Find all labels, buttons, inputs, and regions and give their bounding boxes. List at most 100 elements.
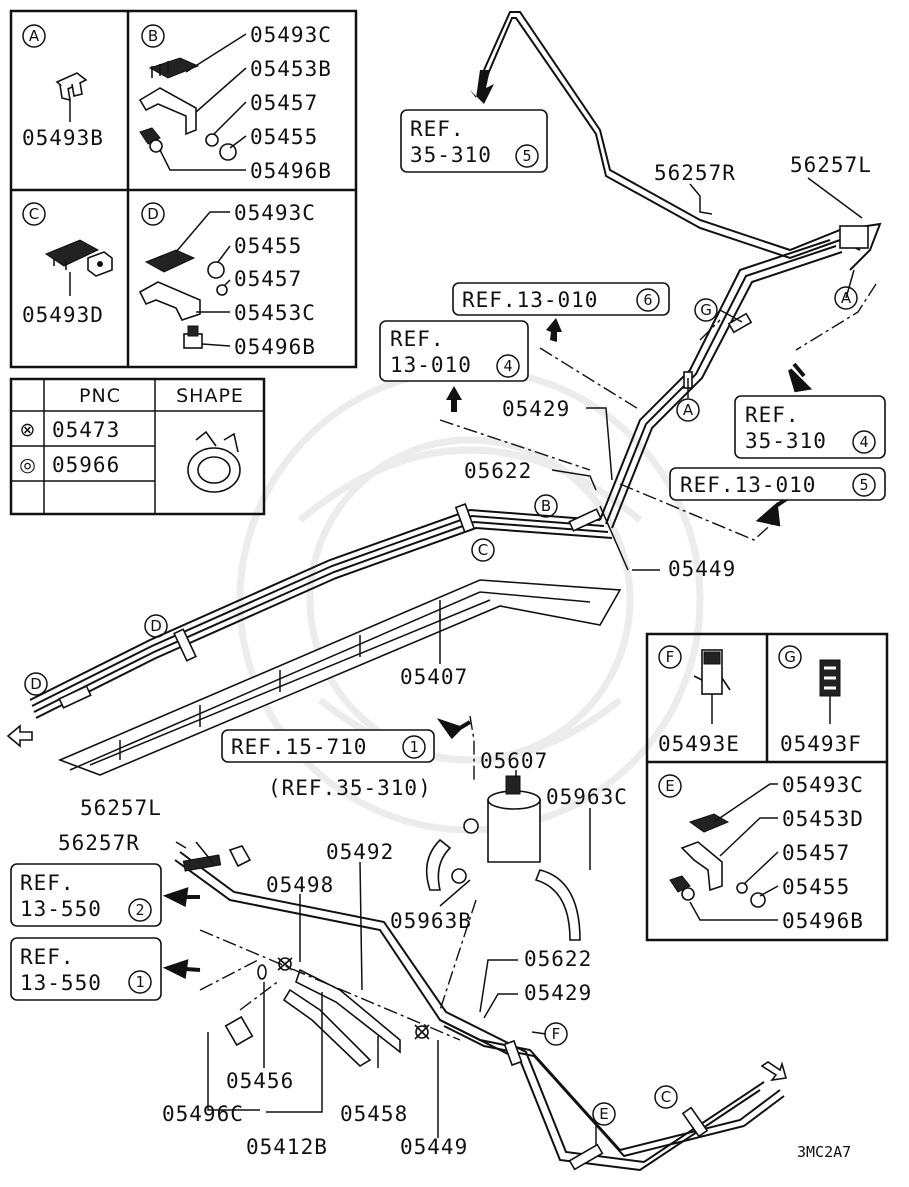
- svg-text:5: 5: [522, 147, 531, 165]
- fittings: [182, 818, 479, 1047]
- inset-e-part-5: 05496B: [782, 909, 864, 933]
- fuel-hoses: [282, 838, 581, 1068]
- bracket-05453d-icon: [680, 841, 723, 892]
- inset-c-part: 05493D: [22, 303, 104, 327]
- inset-d-letter: D: [147, 205, 159, 223]
- inset-a-letter: A: [29, 27, 40, 45]
- callout-c-1: C: [478, 541, 488, 559]
- inset-panel-right: [645, 632, 889, 942]
- inset-f: F 05493E: [658, 645, 739, 756]
- inset-d-part-2: 05455: [234, 234, 302, 258]
- ref-box-35-310-5: REF. 35-310 5: [400, 109, 548, 173]
- label-05963b: 05963B: [390, 909, 472, 933]
- clamp-05493d-icon: [44, 239, 113, 277]
- clamp-05493b-icon: [55, 72, 88, 102]
- callout-d-2: D: [30, 675, 42, 693]
- svg-text:REF.13-010: REF.13-010: [680, 473, 816, 497]
- inset-e-part-3: 05457: [782, 841, 850, 865]
- inset-g-part: 05493F: [780, 732, 862, 756]
- direction-arrows: [6, 70, 813, 1082]
- svg-text:REF.: REF.: [410, 117, 465, 141]
- svg-text:5: 5: [859, 476, 868, 494]
- callout-b: B: [541, 497, 551, 515]
- svg-text:13-550: 13-550: [20, 971, 102, 995]
- inset-d-part-1: 05493C: [234, 201, 316, 225]
- inset-c: C 05493D: [22, 202, 113, 327]
- arrow-left-outline-icon: [6, 724, 33, 748]
- label-05963c: 05963C: [546, 785, 628, 809]
- label-05607: 05607: [480, 749, 548, 773]
- inset-b-part-1: 05493C: [250, 23, 332, 47]
- svg-text:REF.15-710: REF.15-710: [231, 735, 367, 759]
- arrow-left-icon: [162, 959, 201, 980]
- inset-d-part-5: 05496B: [234, 335, 316, 359]
- bolt-05496b-icon: [183, 325, 203, 349]
- clamp-05493c-icon: [148, 57, 200, 79]
- inset-e: E 05493C 05453D 05457 05455 05496B: [658, 773, 864, 933]
- nut-05457-icon: [205, 133, 219, 147]
- bolt-05496b-icon: [669, 875, 695, 901]
- inset-a-part: 05493B: [22, 126, 104, 150]
- ref-box-13-550-2: REF. 13-550 2: [10, 863, 162, 927]
- inset-d-part-4: 05453C: [234, 301, 316, 325]
- legend-col-shape: SHAPE: [176, 385, 244, 407]
- label-05492: 05492: [326, 840, 394, 864]
- svg-text:REF.: REF.: [20, 871, 75, 895]
- ref-box-13-550-1: REF. 13-550 1: [10, 937, 162, 1001]
- callout-letters: A A G B C D D F E C: [24, 286, 858, 1126]
- ref-box-13-010-4: REF. 13-010 4: [379, 320, 529, 382]
- svg-text:REF.: REF.: [745, 403, 800, 427]
- inset-b: B 05493C 05453B 05457 05455 05496B: [138, 23, 332, 183]
- callout-d-1: D: [150, 617, 162, 635]
- washer-05455-icon: [219, 143, 237, 161]
- inset-e-part-1: 05493C: [782, 773, 864, 797]
- svg-text:REF.13-010: REF.13-010: [462, 288, 598, 312]
- label-56257l-bottom: 56257L: [80, 796, 162, 820]
- bracket-05453c-icon: [138, 281, 201, 321]
- inset-d: D 05493C 05455 05457 05453C 05496B: [138, 201, 316, 359]
- label-05458: 05458: [340, 1102, 408, 1126]
- inset-e-part-4: 05455: [782, 875, 850, 899]
- inset-a: A 05493B: [22, 24, 104, 150]
- inset-d-part-3: 05457: [234, 267, 302, 291]
- arrow-down-icon: [470, 70, 494, 104]
- clip-05493f-icon: [819, 659, 841, 697]
- legend-col-pnc: PNC: [79, 385, 121, 407]
- legend-symbol-2: ◎: [19, 454, 37, 476]
- inset-e-letter: E: [665, 777, 674, 795]
- arrow-down-left-icon: [755, 496, 790, 527]
- svg-text:13-550: 13-550: [20, 897, 102, 921]
- svg-text:35-310: 35-310: [745, 429, 827, 453]
- label-05622-top: 05622: [464, 459, 532, 483]
- label-05449-bottom: 05449: [400, 1135, 468, 1159]
- arrow-down-right-icon: [788, 362, 813, 393]
- arrow-left-icon: [436, 718, 472, 740]
- washer-05455-icon: [207, 261, 225, 279]
- svg-text:REF.: REF.: [20, 945, 75, 969]
- label-56257l-top: 56257L: [790, 153, 872, 177]
- label-05496c: 05496C: [162, 1102, 244, 1126]
- label-56257r-top: 56257R: [654, 161, 736, 185]
- svg-text:1: 1: [135, 973, 144, 991]
- leader-lines: [175, 177, 863, 1146]
- fuel-tank-protector-05407: [57, 579, 622, 776]
- ref-box-13-010-6: REF.13-010 6: [452, 282, 670, 316]
- ref-box-35-310-4: REF. 35-310 4: [734, 395, 886, 459]
- callout-a-1: A: [841, 289, 852, 307]
- brake-fuel-line-bundle: [29, 11, 882, 1172]
- clip-05493e-icon: [693, 649, 731, 695]
- svg-text:6: 6: [643, 291, 652, 309]
- ref-box-13-010-5: REF.13-010 5: [669, 467, 886, 501]
- callout-f: F: [552, 1025, 561, 1043]
- hose-clamp-shape-icon: [187, 430, 241, 493]
- label-05498: 05498: [266, 873, 334, 897]
- arrow-up-icon: [446, 386, 462, 412]
- svg-text:1: 1: [409, 738, 418, 756]
- inset-b-part-3: 05457: [250, 91, 318, 115]
- legend-pnc-2: 05966: [52, 453, 120, 477]
- inset-c-letter: C: [29, 205, 39, 223]
- inset-b-letter: B: [148, 27, 158, 45]
- svg-text:35-310: 35-310: [410, 143, 492, 167]
- inset-g-letter: G: [784, 648, 796, 666]
